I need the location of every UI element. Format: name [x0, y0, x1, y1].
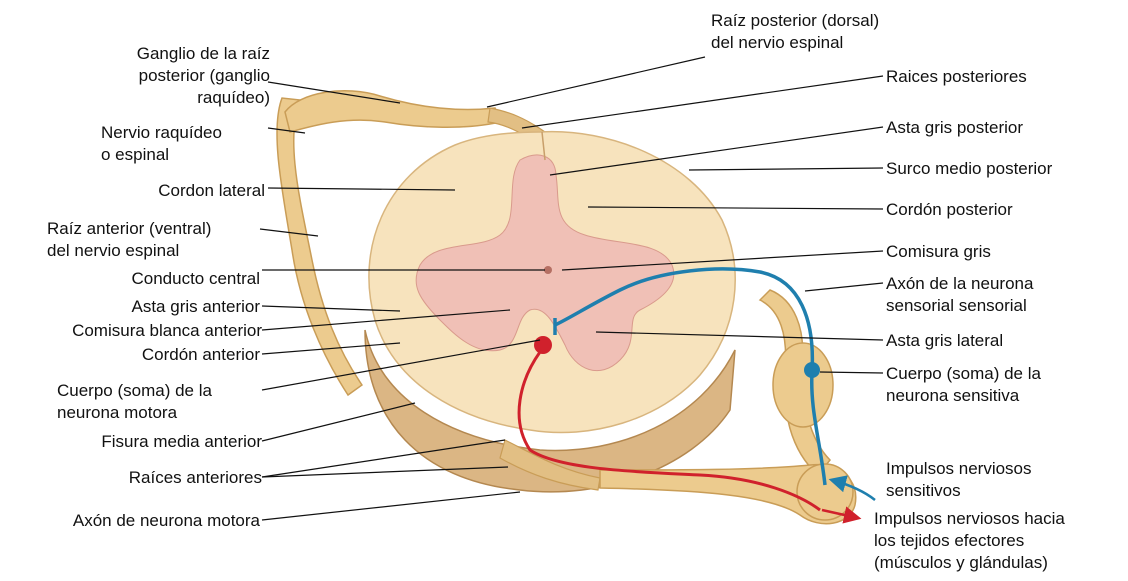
label-ganglio-line3: raquídeo)	[137, 87, 270, 109]
label-cuerpo-sensitiva-line1: Cuerpo (soma) de la	[886, 363, 1041, 385]
label-raiz-posterior-line2: del nervio espinal	[711, 32, 879, 54]
label-nervio-raquideo: Nervio raquídeo o espinal	[101, 122, 222, 166]
sensory-soma	[804, 362, 820, 378]
label-raiz-posterior-line1: Raíz posterior (dorsal)	[711, 10, 879, 32]
label-raiz-posterior: Raíz posterior (dorsal) del nervio espin…	[711, 10, 879, 54]
label-cuerpo-motora: Cuerpo (soma) de la neurona motora	[57, 380, 212, 424]
label-cuerpo-motora-line1: Cuerpo (soma) de la	[57, 380, 212, 402]
label-cordon-lateral: Cordon lateral	[158, 180, 265, 202]
label-nervio-raquideo-line2: o espinal	[101, 144, 222, 166]
central-canal	[544, 266, 552, 274]
label-impulsos-efectores-line3: (músculos y glándulas)	[874, 552, 1065, 574]
label-cuerpo-motora-line2: neurona motora	[57, 402, 212, 424]
label-impulsos-efectores-line2: los tejidos efectores	[874, 530, 1065, 552]
label-comisura-blanca: Comisura blanca anterior	[72, 320, 262, 342]
label-ganglio-line1: Ganglio de la raíz	[137, 43, 270, 65]
label-cordon-posterior: Cordón posterior	[886, 199, 1013, 221]
label-asta-gris-lateral: Asta gris lateral	[886, 330, 1003, 352]
label-impulsos-efectores-line1: Impulsos nerviosos hacia	[874, 508, 1065, 530]
motor-soma	[534, 336, 552, 354]
label-axon-motora: Axón de neurona motora	[73, 510, 260, 532]
label-surco-medio: Surco medio posterior	[886, 158, 1052, 180]
right-ganglion	[773, 343, 833, 427]
label-ganglio: Ganglio de la raíz posterior (ganglio ra…	[137, 43, 270, 109]
left-spinal-nerve	[277, 98, 362, 395]
label-impulsos-sensitivos-line2: sensitivos	[886, 480, 1032, 502]
label-asta-gris-posterior: Asta gris posterior	[886, 117, 1023, 139]
label-axon-sensorial-line1: Axón de la neurona	[886, 273, 1033, 295]
label-cuerpo-sensitiva: Cuerpo (soma) de la neurona sensitiva	[886, 363, 1041, 407]
label-raiz-anterior: Raíz anterior (ventral) del nervio espin…	[47, 218, 211, 262]
label-impulsos-sensitivos-line1: Impulsos nerviosos	[886, 458, 1032, 480]
label-cordon-anterior: Cordón anterior	[142, 344, 260, 366]
label-comisura-gris: Comisura gris	[886, 241, 991, 263]
label-axon-sensorial: Axón de la neurona sensorial sensorial	[886, 273, 1033, 317]
label-raices-anteriores: Raíces anteriores	[129, 467, 262, 489]
label-axon-sensorial-line2: sensorial sensorial	[886, 295, 1033, 317]
label-conducto-central: Conducto central	[131, 268, 260, 290]
label-ganglio-line2: posterior (ganglio	[137, 65, 270, 87]
label-impulsos-efectores: Impulsos nerviosos hacia los tejidos efe…	[874, 508, 1065, 574]
label-asta-gris-anterior: Asta gris anterior	[132, 296, 261, 318]
label-fisura-media: Fisura media anterior	[101, 431, 262, 453]
label-raices-posteriores: Raices posteriores	[886, 66, 1027, 88]
label-nervio-raquideo-line1: Nervio raquídeo	[101, 122, 222, 144]
label-cuerpo-sensitiva-line2: neurona sensitiva	[886, 385, 1041, 407]
label-raiz-anterior-line2: del nervio espinal	[47, 240, 211, 262]
left-ganglion	[285, 91, 500, 132]
label-raiz-anterior-line1: Raíz anterior (ventral)	[47, 218, 211, 240]
label-impulsos-sensitivos: Impulsos nerviosos sensitivos	[886, 458, 1032, 502]
